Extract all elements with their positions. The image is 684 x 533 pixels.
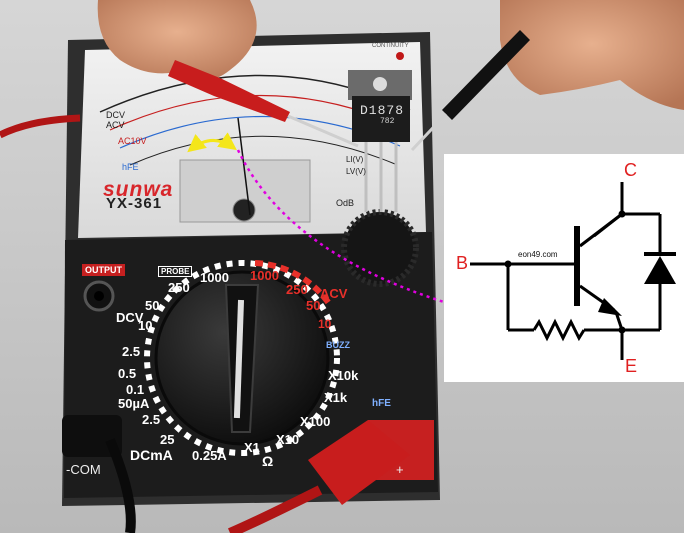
knob-pointer-bar xyxy=(224,284,260,433)
zero-adjust-screw xyxy=(232,198,256,222)
transistor-mount-hole xyxy=(373,77,387,91)
red-test-lead-cable xyxy=(228,485,323,533)
dial-range-labels: 1000 250 50 DCV 10 2.5 0.5 0.1 50µA 2.5 … xyxy=(116,268,391,469)
dcma-label: DCmA xyxy=(130,447,173,463)
acv-10-label: 10 xyxy=(318,317,332,331)
dial-scale-ring xyxy=(144,260,340,456)
x1-label: X1 xyxy=(244,440,260,455)
model-number: YX-361 xyxy=(106,195,163,212)
continuity-led xyxy=(396,52,404,60)
ua-label: 50µA xyxy=(118,396,150,411)
needle-swing-arrow xyxy=(187,132,237,153)
right-hand xyxy=(500,0,684,110)
magenta-pointer-arrow xyxy=(236,149,544,332)
continuity-label: CONTINUITY xyxy=(372,43,409,49)
red-wire-left xyxy=(0,114,81,139)
emitter-arrow-icon xyxy=(598,298,622,316)
output-jack-hole xyxy=(94,291,104,301)
scale-db-label: OdB xyxy=(336,198,354,208)
acv-250-label: 250 xyxy=(286,282,308,297)
acv-red-arc xyxy=(254,260,333,307)
dcv-0.5-label: 0.5 xyxy=(118,366,136,381)
scale-lv-label: LV(V) xyxy=(346,167,366,176)
collector-label: C xyxy=(624,160,637,180)
dcv-2.5-label: 2.5 xyxy=(122,344,140,359)
com-jack-label: -COM xyxy=(66,462,101,477)
transistor-part-number: D1878 xyxy=(360,103,405,118)
acv-50-label: 50 xyxy=(306,298,320,313)
output-label: OUTPUT xyxy=(82,264,125,276)
scale-arc xyxy=(129,135,396,166)
left-hand xyxy=(97,0,257,80)
circuit-schematic xyxy=(470,182,676,360)
transistor-date-code: 782 xyxy=(380,117,395,126)
x100-label: X100 xyxy=(300,414,330,429)
dcv-1000-label: 1000 xyxy=(200,270,229,285)
dcv-50-label: 50 xyxy=(145,298,159,313)
scale-acv-label: ACV xyxy=(106,120,125,130)
scale-labels: DCV ACV AC10V hFE LI(V) LV(V) OdB xyxy=(106,110,366,208)
meter-face xyxy=(78,42,426,238)
brand-logo-text: sunwa xyxy=(103,178,174,201)
igbt-circuit-diagram: C B E eon49.com xyxy=(444,154,684,382)
x10-label: X10 xyxy=(276,432,299,447)
transistor-body xyxy=(352,96,410,142)
acv-label: ACV xyxy=(320,286,348,301)
red-probe[interactable] xyxy=(168,60,290,122)
acv-1000-label: 1000 xyxy=(250,268,279,283)
emitter-label: E xyxy=(625,356,638,376)
red-test-lead-plug[interactable] xyxy=(308,420,410,505)
resistor-zigzag-icon xyxy=(532,318,586,342)
transistor-collector-leg xyxy=(579,212,623,248)
com-jack[interactable] xyxy=(62,415,122,457)
dcv-250-label: 250 xyxy=(168,280,190,295)
dcv-10-label: 10 xyxy=(138,318,152,333)
base-label: B xyxy=(456,253,469,273)
dcma-25-label: 25 xyxy=(160,432,174,447)
probe-label: PROBE xyxy=(158,266,193,277)
black-probe[interactable] xyxy=(442,30,530,120)
scale-ac10v-label: AC10V xyxy=(118,136,147,146)
black-test-lead-cable xyxy=(105,438,136,533)
diode-triangle-icon xyxy=(644,256,676,284)
dcv-0.1-label: 0.1 xyxy=(126,382,144,397)
knob-pointer-line xyxy=(233,299,245,419)
black-probe-tip xyxy=(410,112,448,152)
scale-li-label: LI(V) xyxy=(346,155,364,164)
ohm-zero-adjust-knob[interactable] xyxy=(341,209,419,287)
x1k-label: X1k xyxy=(324,390,348,405)
ohm-label: Ω xyxy=(262,453,273,469)
dcma-0.25a-label: 0.25A xyxy=(192,448,227,463)
watermark-text: eon49.com xyxy=(518,250,558,259)
scale-dcv-label: DCV xyxy=(106,110,125,120)
plus-jack-label: + xyxy=(396,462,404,477)
meter-needle xyxy=(237,117,251,216)
scale-hfe-label: hFE xyxy=(122,162,139,172)
x10k-label: X10k xyxy=(328,368,359,383)
buzz-label: BUZZ xyxy=(326,340,350,350)
hfe-label: hFE xyxy=(372,398,391,409)
dcma-2.5-label: 2.5 xyxy=(142,412,160,427)
dcv-label: DCV xyxy=(116,310,144,325)
red-probe-tip xyxy=(287,114,359,148)
